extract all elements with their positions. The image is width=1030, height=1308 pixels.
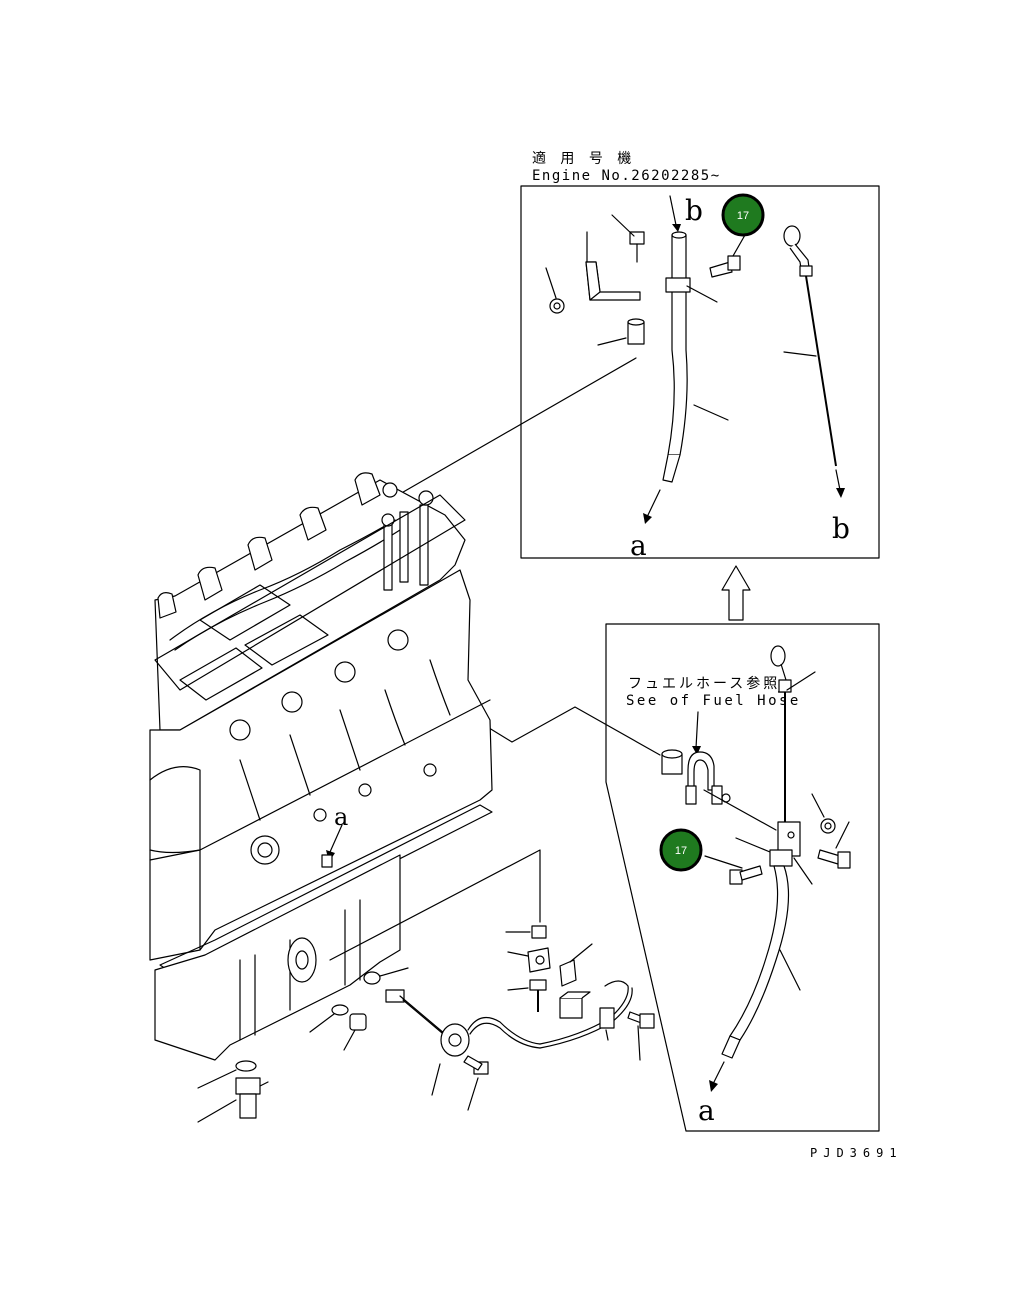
lower-spacer	[661, 749, 683, 775]
bracket	[585, 231, 641, 301]
lower-panel-frame	[605, 623, 880, 1132]
clamp-bolt	[709, 234, 746, 278]
oil-pan-parts	[197, 849, 655, 1123]
engine-block: a	[149, 472, 493, 1061]
lower-caption-jp: フュエルホース参照	[628, 675, 780, 692]
transition-arrow	[721, 565, 751, 621]
lower-bolt-left	[704, 855, 763, 885]
badge-lower-number: 17	[675, 845, 687, 857]
dipstick-lower	[770, 645, 816, 840]
drain-gasket	[235, 1060, 257, 1072]
dipstick-upper	[783, 225, 845, 498]
plug	[349, 1013, 367, 1031]
upper-caption-jp: 適 用 号 機	[532, 150, 634, 167]
grommet	[559, 991, 591, 1019]
clip-bolt	[627, 1011, 655, 1061]
upper-detail-panel: 適 用 号 機 Engine No.26202285~	[520, 150, 880, 562]
nut	[545, 267, 565, 314]
lower-nut	[811, 793, 836, 834]
arrow-b-top	[669, 195, 677, 226]
label-b-top: b	[685, 194, 703, 227]
oil-level-sensor	[385, 980, 633, 1096]
upper-panel-frame	[520, 185, 880, 559]
badge-upper-number: 17	[737, 210, 749, 222]
lower-bolt-right	[817, 821, 851, 869]
o-ring	[331, 1004, 349, 1016]
label-a-lower: a	[698, 1094, 715, 1127]
label-a-upper: a	[630, 529, 647, 562]
leader-spacer-to-engine	[397, 357, 637, 496]
lower-caption-en: See of Fuel Hose	[626, 693, 801, 709]
upper-caption-en: Engine No.26202285~	[532, 168, 721, 184]
callout-badge-upper: 17	[721, 193, 765, 237]
callout-badge-lower: 17	[659, 828, 703, 872]
sensor-bolt	[463, 1055, 489, 1111]
clip-bracket	[599, 1007, 615, 1041]
lower-guide-tube	[721, 849, 813, 1059]
label-b-bottom: b	[832, 512, 850, 545]
stack-nut	[505, 925, 547, 939]
bolt-vertical	[611, 214, 645, 263]
drawing-code: PJD3691	[810, 1146, 903, 1160]
drain-valve	[235, 1077, 269, 1119]
label-a-engine: a	[334, 803, 348, 831]
stack-bolt	[507, 979, 547, 1012]
hose-clip	[685, 751, 723, 805]
gauge-guide-tube	[662, 231, 729, 483]
cable-clamp	[559, 943, 593, 987]
stack-clip	[507, 947, 551, 973]
spacer-collar	[597, 318, 645, 346]
lower-bracket	[777, 821, 801, 857]
lower-detail-panel: フュエルホース参照 See of Fuel Hose	[605, 623, 880, 1132]
